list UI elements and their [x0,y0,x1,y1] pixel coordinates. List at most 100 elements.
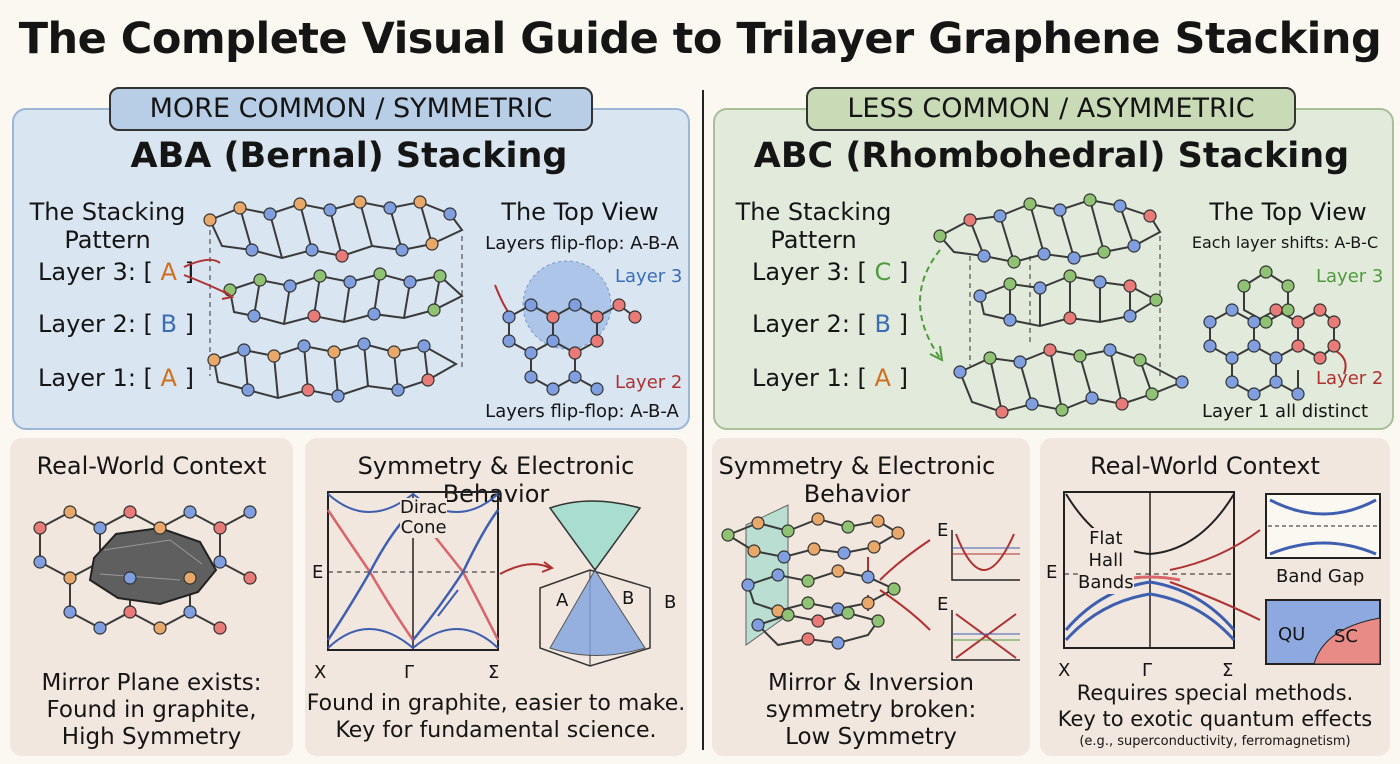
atom [1037,247,1051,261]
abc-layer2-label: Layer 2: [ B ] [752,310,909,338]
atom [93,621,107,635]
atom [811,512,825,526]
atom [1291,339,1305,353]
atom [1269,375,1283,389]
atom [1053,203,1067,217]
abc-layer3-label: Layer 3: [ C ] [752,258,909,286]
abc-band-structure [1063,491,1261,649]
atom [963,213,977,227]
atom [367,307,381,321]
atom [1327,315,1341,329]
atom [153,521,167,535]
atom [502,334,516,348]
atom [237,343,251,357]
atom [1225,375,1239,389]
abc-topview-layer2-label: Layer 2 [1316,368,1384,389]
atom [1291,387,1305,401]
aba-topview-footer: Layers flip-flop: A-B-A [485,401,679,422]
atom [1149,293,1163,307]
atom [1007,255,1021,269]
atom [443,207,457,221]
atom [1003,313,1017,327]
atom [203,213,217,227]
atom [1313,303,1327,317]
atom [233,201,247,215]
abc-shift-arrow [919,249,944,362]
atom [1023,197,1037,211]
atom [1025,397,1039,411]
atom [612,298,626,312]
atom [1063,311,1077,325]
atom [887,582,901,596]
atom [973,289,987,303]
atom [871,614,885,628]
sc-label: SC [1334,626,1358,647]
abc-context-caption: Requires special methods.Key to exotic q… [1057,681,1373,731]
atom [801,596,815,610]
phase-inset [1265,599,1381,665]
atom [395,243,409,257]
atom [1225,351,1239,365]
atom [1237,279,1251,293]
abc-context-title: Real-World Context [1090,452,1320,480]
aba-context-title: Real-World Context [36,452,267,480]
atom [391,383,405,397]
atom [933,229,947,243]
atom [93,521,107,535]
atom [546,382,560,396]
abc-topview-illustration [1203,265,1347,401]
atom [383,201,397,215]
atom [628,310,642,324]
abc-mini-bands [879,530,1020,661]
atom [524,370,538,384]
atom [1143,209,1157,223]
atom [841,606,855,620]
atom [247,309,261,323]
atom [1033,281,1047,295]
atom [313,269,327,283]
atom [353,195,367,209]
atom [871,514,885,528]
atom [403,275,417,289]
aba-topview-title: The Top View [501,198,659,226]
atom [1067,251,1081,265]
page-title: The Complete Visual Guide to Trilayer Gr… [18,14,1382,64]
atom [1133,353,1147,367]
atom [1247,387,1261,401]
abc-topview-subtitle: Each layer shifts: A-B-C [1191,233,1379,252]
atom [801,574,815,588]
atom [1097,245,1111,259]
band-gap-label: Band Gap [1276,566,1365,587]
atom [335,249,349,263]
atom [213,621,227,635]
atom [867,540,881,554]
abc-topview-layer3-label: Layer 3 [1316,266,1384,287]
atom [243,505,257,519]
atom [1247,315,1261,329]
atom [741,578,755,592]
atom [781,608,795,622]
aba-heading: ABA (Bernal) Stacking [130,136,568,176]
atom [1247,339,1261,353]
atom [590,382,604,396]
atom [1123,279,1137,293]
atom [123,571,137,585]
abc-panel [713,108,1394,430]
atom [1083,193,1097,207]
atom [861,570,875,584]
atom [1313,351,1327,365]
atom [1103,343,1117,357]
atom [811,614,825,628]
atom [995,405,1009,419]
atom [331,389,345,403]
atom [253,273,267,287]
atom [891,526,905,540]
atom [977,249,991,263]
atom [777,550,791,564]
atom [861,596,875,610]
atom [1115,397,1129,411]
atom [1203,339,1217,353]
atom [781,524,795,538]
